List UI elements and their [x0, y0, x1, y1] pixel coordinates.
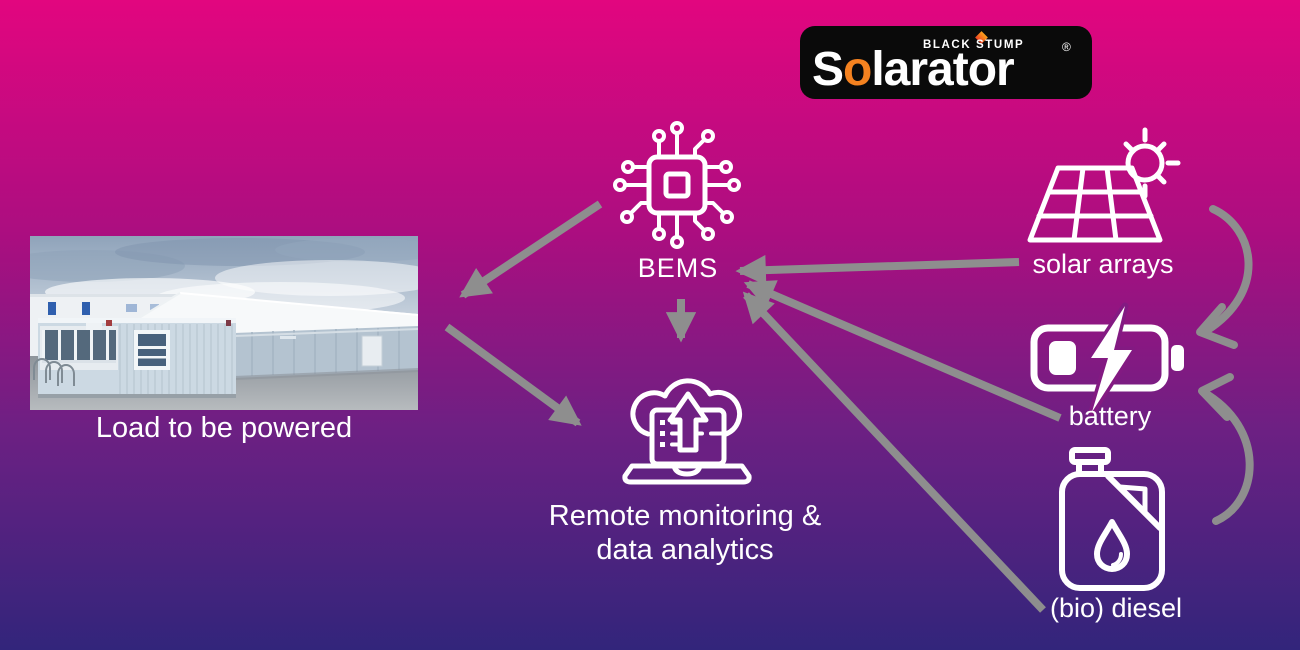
brand-tagline: BLACK STUMP — [923, 39, 1025, 51]
arrow-battery-to-bems — [743, 280, 1062, 422]
oil-drop-icon — [1094, 519, 1130, 572]
battery-label: battery — [1068, 401, 1152, 431]
bems-chip-icon — [613, 121, 741, 249]
arrow-diesel-to-bems — [742, 291, 1046, 613]
arrow-bems-to-load — [459, 200, 603, 299]
brand-name-rest: larator — [871, 43, 1014, 96]
registered-trademark: ® — [1062, 40, 1071, 54]
battery-terminal — [1171, 345, 1184, 371]
battery-icon — [1030, 302, 1184, 416]
bems-label: BEMS — [637, 253, 719, 283]
bio-diesel-label: (bio) diesel — [1049, 593, 1183, 623]
remote-monitoring-label-line1: Remote monitoring & — [548, 500, 822, 532]
arrow-diesel-to-battery-head — [1198, 373, 1234, 421]
load-photo — [30, 236, 418, 410]
upload-arrow-icon — [667, 391, 709, 453]
arrow-load-to-remote — [444, 323, 582, 427]
brand-logo: BLACK STUMP Solarator ® — [800, 26, 1092, 99]
connection-arrows — [444, 200, 1254, 613]
battery-charge-cell — [1049, 341, 1076, 375]
brand-name: Solarator — [812, 43, 1015, 96]
photo-hall — [233, 326, 418, 380]
solar-panel-grid — [1027, 165, 1163, 243]
cloud-icon — [630, 378, 743, 437]
arrow-diesel-to-battery-curve — [1199, 388, 1254, 525]
solar-panel-sun-icon — [1027, 127, 1181, 243]
sun-icon — [1123, 127, 1181, 199]
fuel-can-icon — [1059, 447, 1165, 591]
cloud-upload-laptop-icon — [622, 378, 752, 485]
lightning-bolt-icon — [1087, 302, 1136, 416]
remote-monitoring-label: Remote monitoring & data analytics — [520, 499, 850, 567]
photo-container-building — [38, 318, 236, 398]
arrow-solar-to-battery-curve — [1202, 205, 1253, 335]
arrow-solar-to-battery-head — [1196, 303, 1238, 349]
arrow-solar-to-bems — [735, 254, 1020, 286]
photo-bike-racks — [33, 358, 75, 386]
remote-monitoring-label-line2: data analytics — [596, 534, 774, 566]
brand-name-pre: S — [812, 43, 844, 96]
load-caption: Load to be powered — [95, 412, 353, 444]
brand-name-accent: o — [843, 43, 872, 96]
solar-arrays-label: solar arrays — [1032, 249, 1174, 279]
